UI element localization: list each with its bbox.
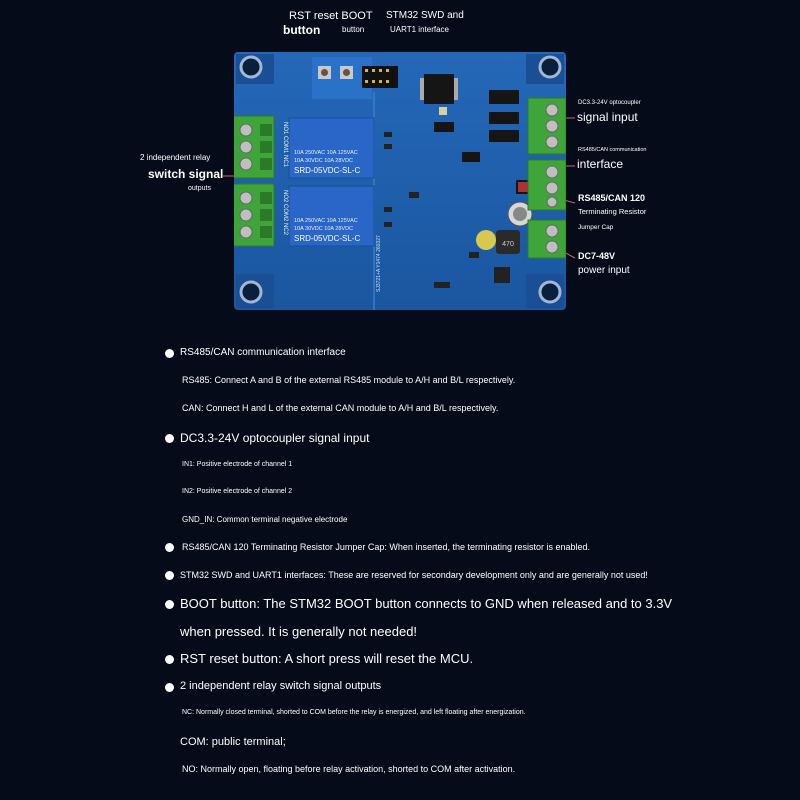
opto-callout-line2: signal input [577,110,638,124]
opto-input-terminal-icon [527,97,566,155]
header-pins-icon [362,66,398,88]
rst-callout-line2: button [283,23,321,37]
relay-1-model: SRD-05VDC-SL-C [294,166,360,175]
chip-icon [434,122,454,132]
power-input-terminal-icon [527,219,566,259]
relay-terminal-block-1-icon [234,115,275,179]
note-relay-heading: 2 independent relay switch signal output… [180,680,382,692]
note-rs485: RS485: Connect A and B of the external R… [182,375,516,385]
mount-hole-icon [538,280,562,304]
relay-2-model: SRD-05VDC-SL-C [294,234,360,243]
mounting-holes [236,54,564,308]
note-can: CAN: Connect H and L of the external CAN… [182,403,499,413]
rst-boot-callout-line1: RST reset BOOT [289,10,373,22]
chip-icon [489,130,519,142]
note-stm32-interfaces: STM32 SWD and UART1 interfaces: These ar… [180,570,648,580]
relay-1-pins: NO1 COM1 NC1 [282,122,288,168]
comm-callout-line1: RS485/CAN communication [578,147,647,153]
note-jumper-cap: RS485/CAN 120 Terminating Resistor Jumpe… [182,542,591,552]
mount-hole-icon [239,280,263,304]
relay-1-rating-2: 10A 30VDC 10A 28VDC [294,158,353,164]
power-callout-line2: power input [578,265,630,276]
bullet-icon [165,655,174,664]
comm-callout-line2: interface [577,157,624,171]
relay-1-rating: 10A 250VAC 10A 125VAC [294,150,358,156]
note-rs485-can-heading: RS485/CAN communication interface [180,347,346,358]
relay-2-rating: 10A 250VAC 10A 125VAC [294,218,358,224]
relay-callout-line1: 2 independent relay [140,153,211,162]
mcu-chip-icon [424,74,454,104]
chip-icon [462,152,480,162]
note-nc: NC: Normally closed terminal, shorted to… [182,709,526,716]
relay-2-pins: NO2 COM2 NC2 [282,190,288,236]
relay-callout-line2: switch signal [148,167,224,181]
bullet-icon [165,571,174,580]
stm32-callout-line1: STM32 SWD and [386,10,464,21]
term-callout-line2: Terminating Resistor [578,207,647,216]
note-gnd-in: GND_IN: Common terminal negative electro… [182,515,348,524]
bullet-icon [165,683,174,692]
relay-terminal-block-2-icon [234,183,275,247]
relay-2-icon: 10A 250VAC 10A 125VAC 10A 30VDC 10A 28VD… [288,185,375,247]
inductor-icon [496,230,520,254]
mount-hole-icon [538,55,562,79]
power-callout-line1: DC7-48V [578,251,616,261]
relay-2-rating-2: 10A 30VDC 10A 28VDC [294,226,353,232]
note-no: NO: Normally open, floating before relay… [182,764,516,774]
rs485-can-terminal-icon [527,159,566,211]
board-code: SJ3721+A Y1474 260327 [376,235,382,292]
bullet-icon [165,600,174,609]
note-in1: IN1: Positive electrode of channel 1 [182,461,293,468]
note-boot-line2: when pressed. It is generally not needed… [180,624,418,639]
notes-list: RS485/CAN communication interface RS485:… [165,345,785,785]
note-in2: IN2: Positive electrode of channel 2 [182,488,293,495]
bullet-icon [165,543,174,552]
relay-callout-line3: outputs [188,185,211,192]
inductor-label: 470 [502,241,514,248]
term-callout-line1: RS485/CAN 120 [578,193,646,203]
pcb-board: 470 10A 250VAC 10A 125VAC 10A 30VDC 10A … [234,52,566,310]
note-opto-heading: DC3.3-24V optocoupler signal input [180,431,370,445]
term-callout-line3: Jumper Cap [578,224,614,231]
note-com: COM: public terminal; [180,736,286,748]
note-boot-line1: BOOT button: The STM32 BOOT button conne… [180,596,673,611]
opto-callout-line1: DC3.3-24V optocoupler [578,100,641,106]
stm32-callout-line2: UART1 interface [390,25,449,34]
relay-1-icon: 10A 250VAC 10A 125VAC 10A 30VDC 10A 28VD… [288,117,375,179]
capacitor-icon [476,230,496,250]
chip-icon [489,112,519,124]
bullet-icon [165,349,174,358]
bullet-icon [165,434,174,443]
mount-hole-icon [239,55,263,79]
chip-icon [489,90,519,104]
boot-callout-line2: button [342,25,365,34]
note-rst: RST reset button: A short press will res… [180,651,474,666]
